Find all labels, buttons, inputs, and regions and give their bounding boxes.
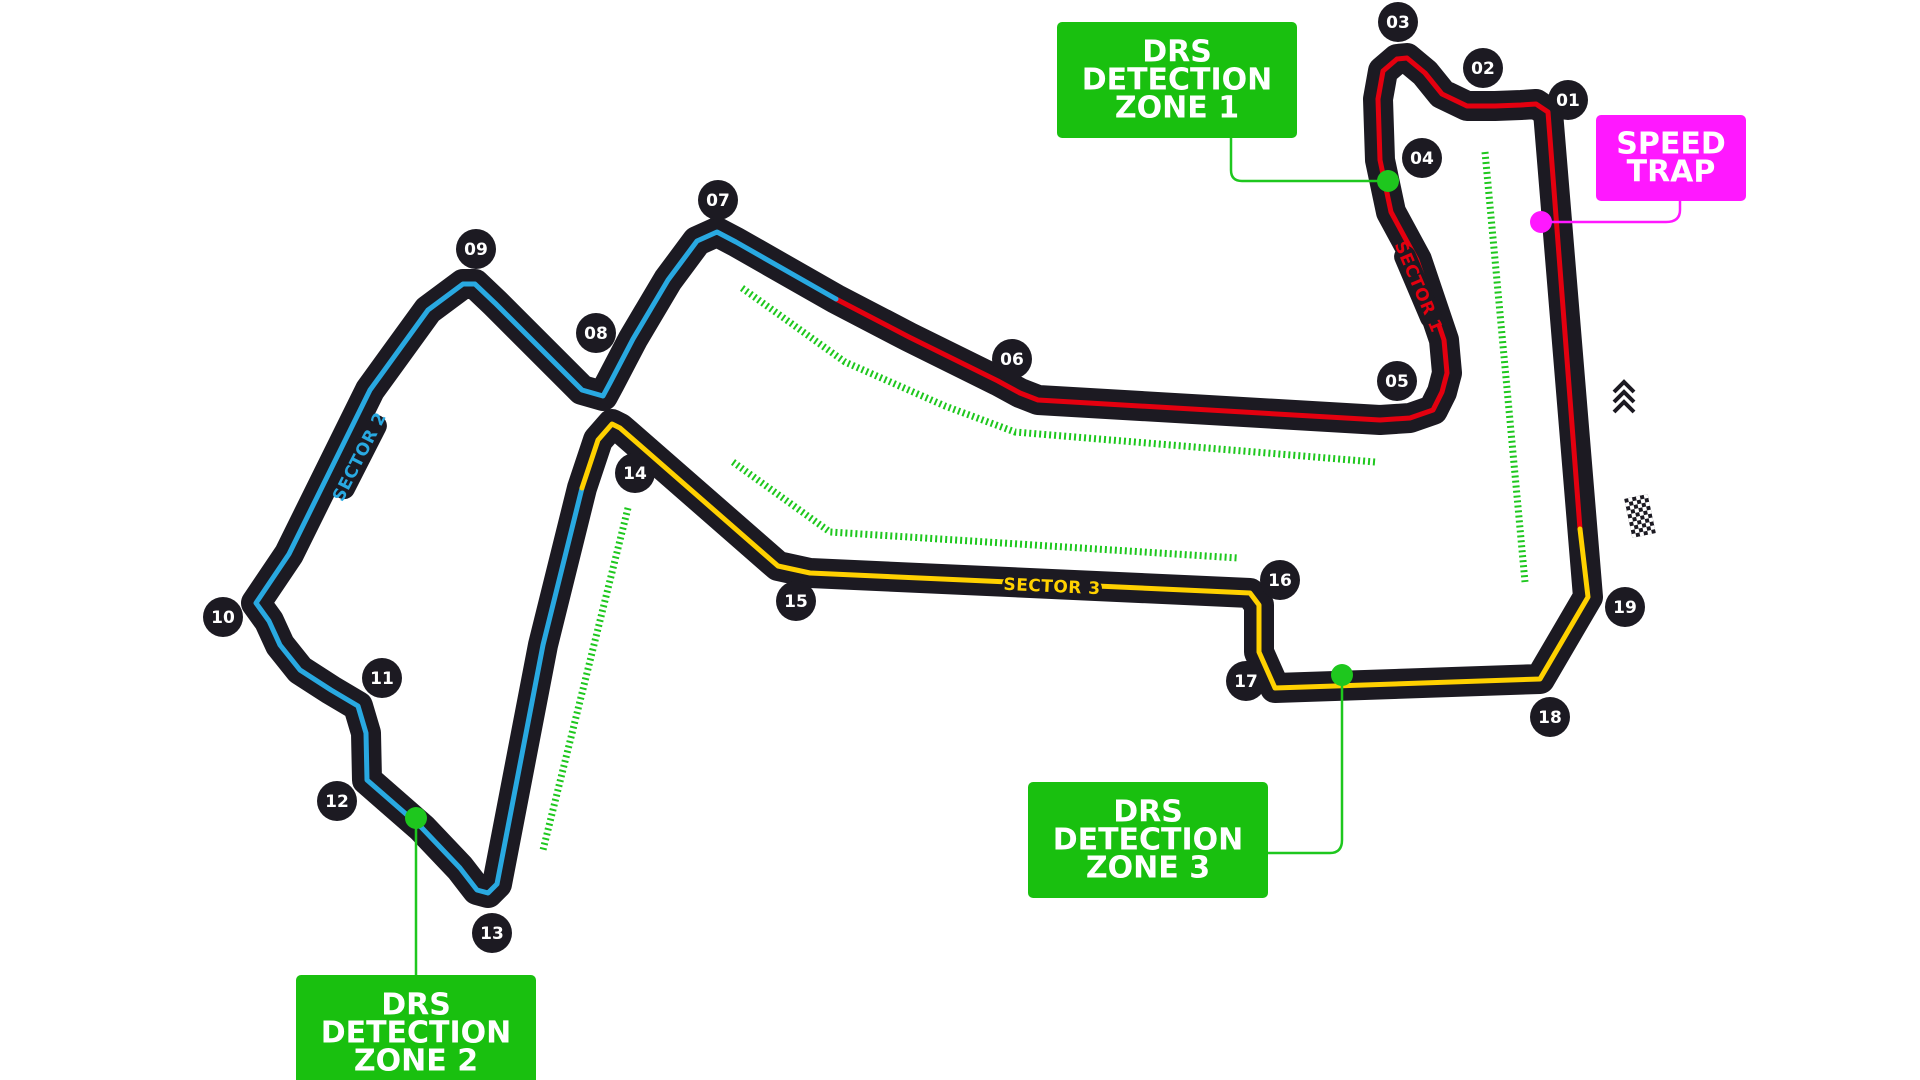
drs-zone-1-line1: DRS	[1142, 35, 1212, 70]
turn-10-label: 10	[211, 608, 235, 628]
drs-activation-zone-4	[539, 507, 632, 851]
turn-18-badge: 18	[1530, 697, 1570, 737]
drs-zone-2-line2: DETECTION	[321, 1016, 512, 1051]
turn-08-label: 08	[584, 324, 608, 344]
drs-zone-2-line1: DRS	[381, 988, 451, 1023]
turn-11-badge: 11	[362, 658, 402, 698]
turn-06-badge: 06	[992, 339, 1032, 379]
drs-detection-point-1	[1377, 170, 1399, 192]
direction-chevrons-icon	[1612, 379, 1636, 414]
speed-trap-box: SPEED TRAP	[1596, 115, 1746, 201]
drs-detection-zone-1-box: DRS DETECTION ZONE 1	[1057, 22, 1297, 138]
turn-markers: 01 02 03 04 05 06 07 08 09 10 11 12 13 14 15 16 17 18 19	[203, 2, 1645, 953]
turn-17-label: 17	[1234, 672, 1258, 692]
turn-16-label: 16	[1268, 571, 1292, 591]
drs-zone-1-line2: DETECTION	[1082, 63, 1273, 98]
turn-10-badge: 10	[203, 597, 243, 637]
turn-11-label: 11	[370, 669, 394, 689]
turn-02-badge: 02	[1463, 48, 1503, 88]
drs-detection-zone-3-box: DRS DETECTION ZONE 3	[1028, 782, 1268, 898]
turn-15-badge: 15	[776, 581, 816, 621]
turn-06-label: 06	[1000, 350, 1024, 370]
speed-trap-line2: TRAP	[1627, 155, 1716, 190]
turn-09-label: 09	[464, 240, 488, 260]
speed-trap-point	[1530, 211, 1552, 233]
turn-18-label: 18	[1538, 708, 1562, 728]
drs-zone-1-line3: ZONE 1	[1115, 91, 1239, 126]
turn-14-badge: 14	[615, 453, 655, 493]
drs-zone-3-line3: ZONE 3	[1086, 851, 1210, 886]
turn-01-label: 01	[1556, 91, 1580, 111]
callout-connectors	[414, 138, 1682, 975]
turn-15-label: 15	[784, 592, 808, 612]
drs-detection-point-2	[405, 807, 427, 829]
turn-05-badge: 05	[1377, 361, 1417, 401]
turn-16-badge: 16	[1260, 560, 1300, 600]
turn-09-badge: 09	[456, 229, 496, 269]
turn-04-label: 04	[1410, 149, 1434, 169]
drs-zone-2-line3: ZONE 2	[354, 1044, 478, 1079]
turn-03-label: 03	[1386, 13, 1410, 33]
drs-activation-zone-3	[730, 459, 1239, 562]
turn-03-badge: 03	[1378, 2, 1418, 42]
drs-detection-zone-2-box: DRS DETECTION ZONE 2	[296, 975, 536, 1080]
turn-02-label: 02	[1471, 59, 1495, 79]
sector-2-line	[253, 229, 839, 896]
turn-19-badge: 19	[1605, 587, 1645, 627]
drs-zone-3-line1: DRS	[1113, 795, 1183, 830]
callout-dots	[405, 170, 1552, 829]
drs-activation-zone-1	[1481, 151, 1529, 583]
turn-07-badge: 07	[698, 180, 738, 220]
turn-13-label: 13	[480, 924, 504, 944]
speed-trap-line1: SPEED	[1616, 127, 1725, 162]
drs-activation-zone-2	[739, 285, 1376, 466]
turn-04-badge: 04	[1402, 138, 1442, 178]
turn-17-badge: 17	[1226, 661, 1266, 701]
turn-19-label: 19	[1613, 598, 1637, 618]
turn-12-badge: 12	[317, 781, 357, 821]
drs-zones	[539, 151, 1529, 851]
drs-zone-3-line2: DETECTION	[1053, 823, 1244, 858]
turn-07-label: 07	[706, 191, 730, 211]
drs-detection-point-3	[1331, 664, 1353, 686]
chequered-flag-icon	[1624, 493, 1656, 539]
turn-12-label: 12	[325, 792, 349, 812]
turn-08-badge: 08	[576, 313, 616, 353]
sector-3-line	[579, 421, 1591, 691]
turn-14-label: 14	[623, 464, 647, 484]
turn-05-label: 05	[1385, 372, 1409, 392]
turn-01-badge: 01	[1548, 80, 1588, 120]
turn-13-badge: 13	[472, 913, 512, 953]
sector-3-label: SECTOR 3	[1003, 575, 1101, 599]
